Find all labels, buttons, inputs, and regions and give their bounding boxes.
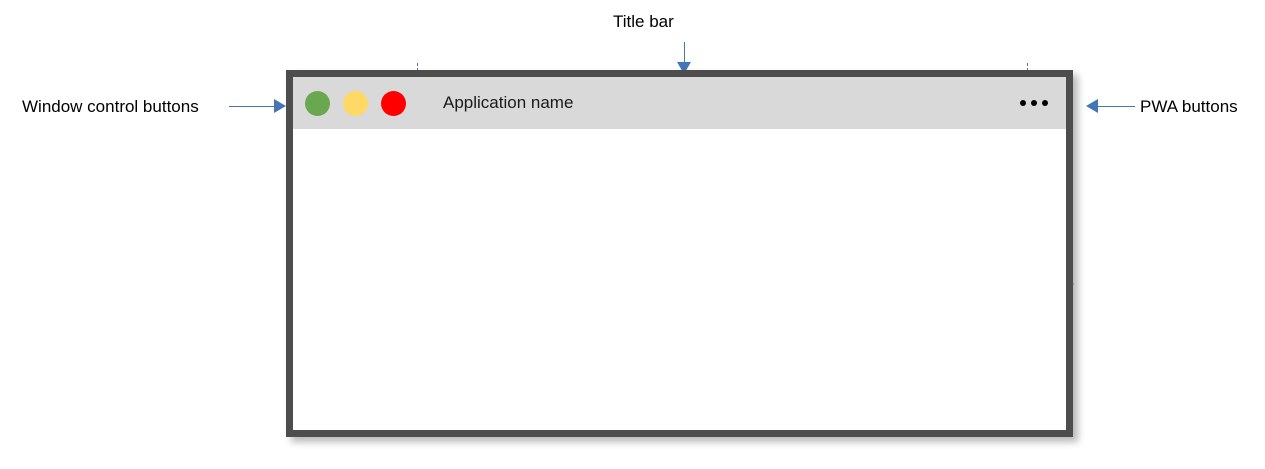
- leader-line-pwa-buttons: [1098, 106, 1135, 107]
- ellipsis-icon-dot-3: [1042, 100, 1048, 106]
- pwa-menu-button[interactable]: [1015, 96, 1053, 110]
- annotation-window-control-buttons: Window control buttons: [22, 97, 199, 116]
- ellipsis-icon-dot-2: [1031, 100, 1037, 106]
- window-control-buttons: [305, 90, 406, 116]
- arrowhead-right-window-controls: [274, 99, 286, 113]
- web-app-content-area[interactable]: [293, 129, 1066, 430]
- title-bar[interactable]: Application name: [293, 77, 1066, 129]
- application-name-label: Application name: [443, 93, 574, 112]
- close-button[interactable]: [381, 90, 406, 116]
- ellipsis-icon-dot-1: [1020, 100, 1026, 106]
- application-window: Application name: [286, 70, 1073, 437]
- annotation-title-bar: Title bar: [613, 12, 674, 31]
- minimize-button[interactable]: [305, 90, 330, 116]
- annotation-pwa-buttons: PWA buttons: [1140, 97, 1238, 116]
- leader-line-title-bar: [684, 42, 685, 64]
- arrowhead-left-pwa-buttons: [1086, 99, 1098, 113]
- maximize-button[interactable]: [343, 90, 368, 116]
- leader-line-window-controls: [229, 106, 275, 107]
